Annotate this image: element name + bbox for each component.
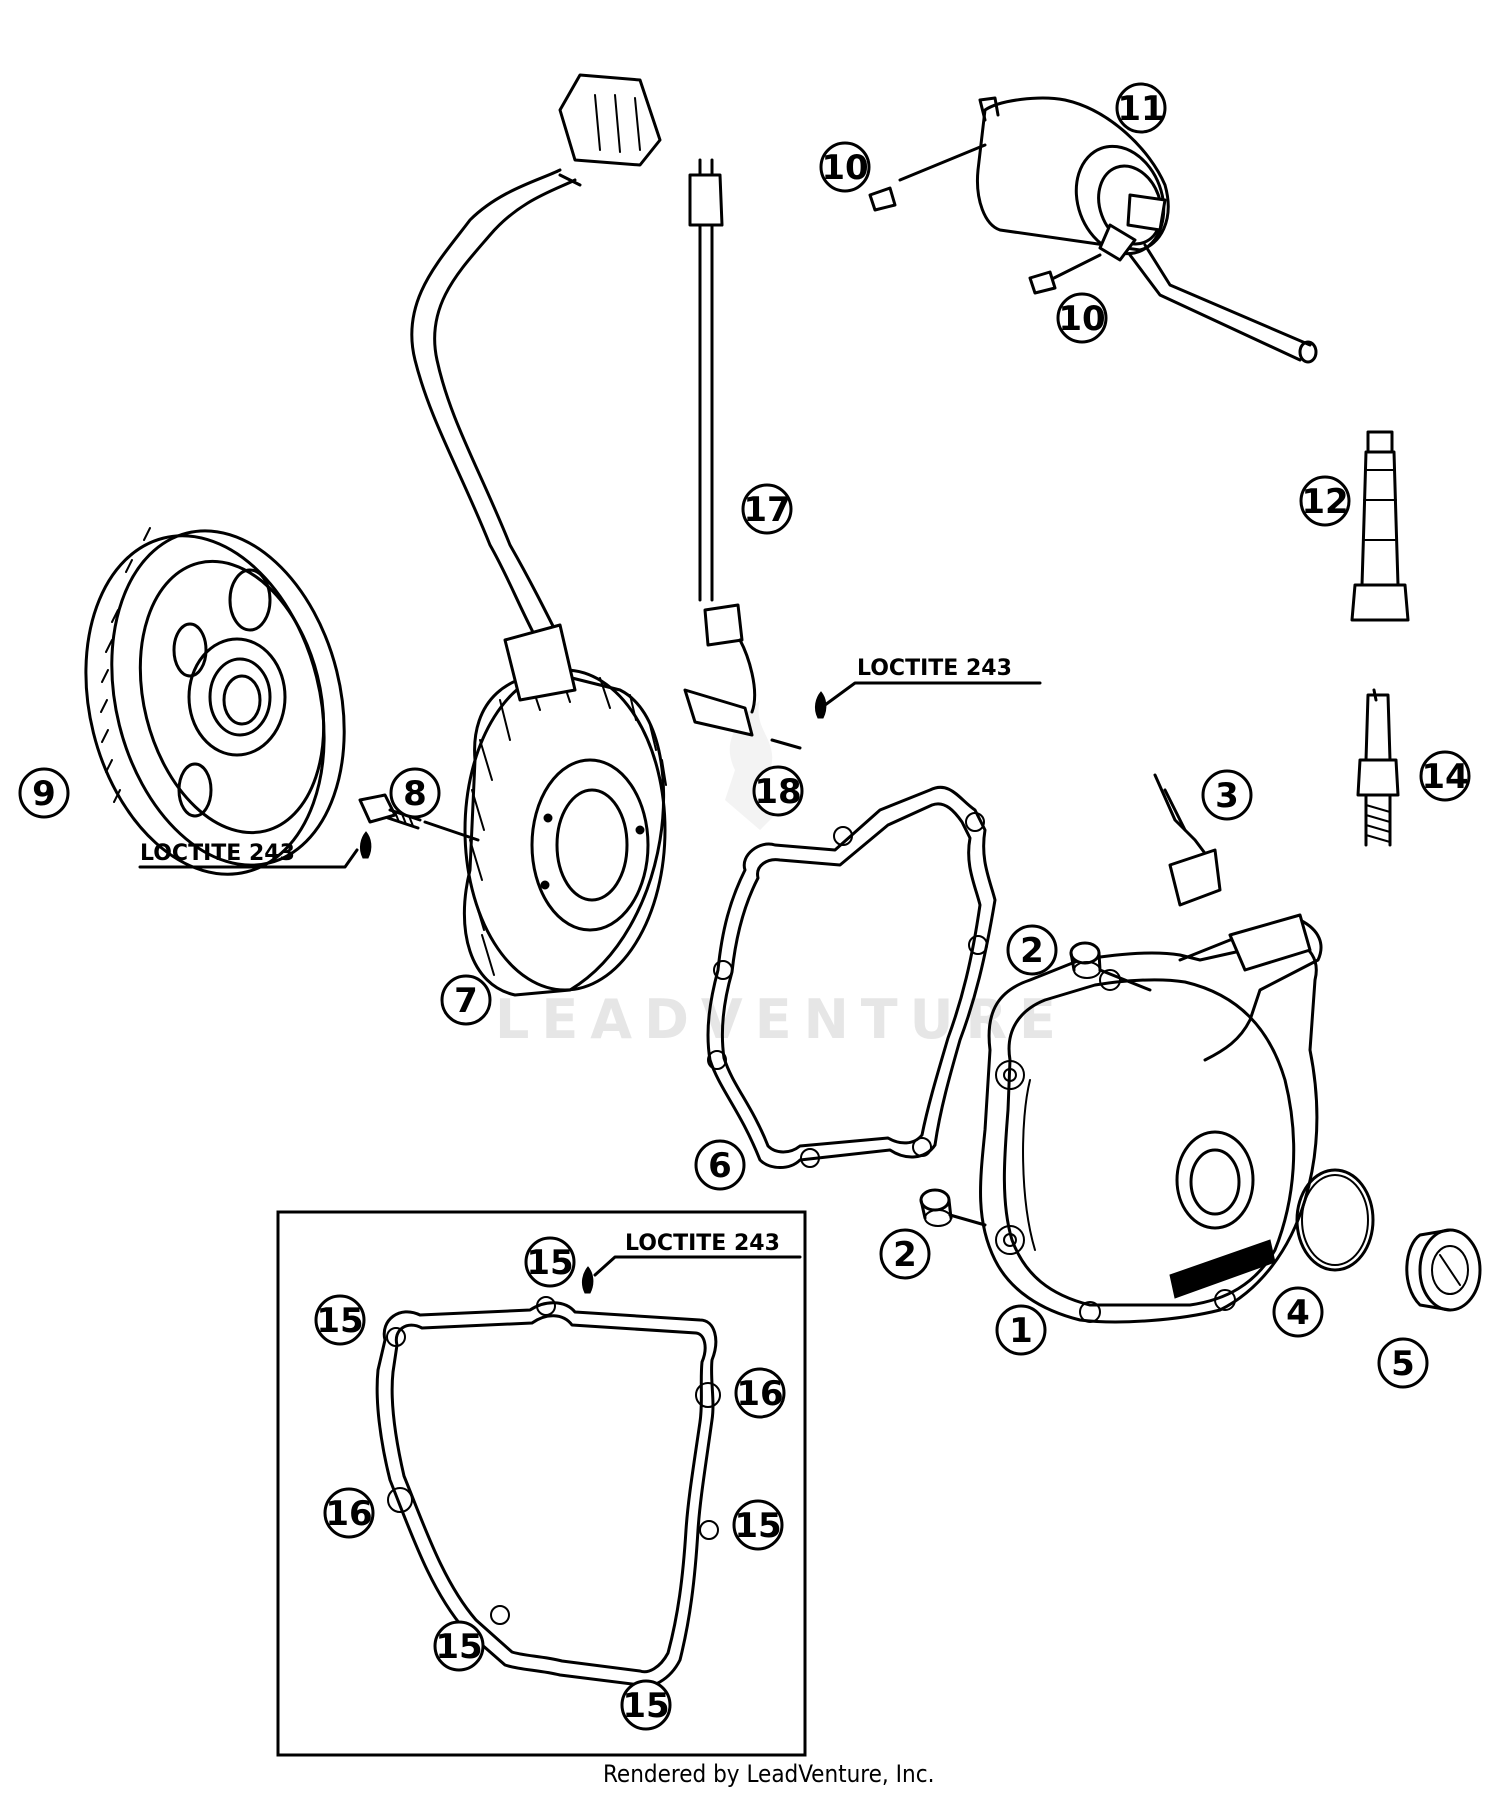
dowel-pin-upper	[1069, 941, 1152, 992]
loctite-note-8: LOCTITE 243	[140, 841, 295, 866]
callout-14: 14	[1419, 750, 1471, 802]
svg-text:9: 9	[32, 774, 56, 814]
callout-7: 7	[440, 974, 492, 1026]
callout-11: 11	[1115, 82, 1167, 134]
gasket-6	[706, 786, 997, 1169]
footer-credit: Rendered by LeadVenture, Inc.	[603, 1760, 934, 1788]
svg-text:15: 15	[734, 1506, 781, 1546]
loctite-leader-18	[823, 681, 1042, 707]
stator	[462, 668, 667, 997]
svg-text:2: 2	[1020, 931, 1044, 971]
svg-text:15: 15	[622, 1686, 669, 1726]
loctite-leader-8	[138, 848, 359, 869]
svg-text:2: 2	[893, 1235, 917, 1275]
callout-3: 3	[1201, 769, 1253, 821]
svg-text:16: 16	[736, 1374, 783, 1414]
svg-text:18: 18	[754, 772, 801, 812]
spark-plug	[1356, 688, 1400, 847]
svg-text:3: 3	[1215, 776, 1239, 816]
loctite-note-inset: LOCTITE 243	[625, 1231, 780, 1256]
callout-4: 4	[1272, 1286, 1324, 1338]
callout-15-d: 15	[433, 1620, 485, 1672]
svg-text:6: 6	[708, 1146, 732, 1186]
o-ring	[1295, 1168, 1375, 1272]
callout-15-b: 15	[314, 1294, 366, 1346]
svg-text:7: 7	[454, 981, 478, 1021]
svg-text:8: 8	[403, 774, 427, 814]
callout-6: 6	[694, 1139, 746, 1191]
callout-5: 5	[1377, 1337, 1429, 1389]
ignition-cover	[979, 913, 1323, 1324]
callout-1: 1	[995, 1304, 1047, 1356]
callout-18: 18	[752, 765, 804, 817]
svg-text:5: 5	[1391, 1344, 1415, 1384]
flywheel-rotor	[84, 527, 346, 876]
svg-text:15: 15	[316, 1301, 363, 1341]
callout-10-lower: 10	[1056, 292, 1108, 344]
callout-8: 8	[389, 767, 441, 819]
loctite-drop-8	[359, 831, 372, 859]
stator-wiring-harness	[410, 73, 662, 702]
callout-10-upper: 10	[819, 141, 871, 193]
callout-16-a: 16	[734, 1367, 786, 1419]
callout-17: 17	[741, 483, 793, 535]
callout-12: 12	[1299, 475, 1351, 527]
callout-16-b: 16	[323, 1487, 375, 1539]
inset-frame	[276, 1210, 807, 1757]
callout-15-c: 15	[732, 1499, 784, 1551]
callout-15-e: 15	[620, 1679, 672, 1731]
cable-guide-3	[1153, 773, 1222, 907]
svg-text:11: 11	[1117, 89, 1164, 129]
svg-text:17: 17	[743, 490, 790, 530]
screw-plug	[1405, 1228, 1482, 1312]
svg-text:10: 10	[1058, 299, 1105, 339]
svg-text:15: 15	[526, 1243, 573, 1283]
svg-text:16: 16	[325, 1494, 372, 1534]
svg-text:15: 15	[435, 1627, 482, 1667]
loctite-note-18: LOCTITE 243	[857, 656, 1012, 681]
loctite-leader-inset	[593, 1255, 802, 1277]
callout-9: 9	[18, 767, 70, 819]
callout-2-upper: 2	[1006, 924, 1058, 976]
loctite-drop-inset	[581, 1266, 594, 1294]
svg-text:4: 4	[1286, 1293, 1310, 1333]
svg-text:12: 12	[1301, 482, 1348, 522]
pickup-sensor	[683, 158, 802, 750]
svg-text:14: 14	[1421, 757, 1468, 797]
callout-15-a: 15	[524, 1236, 576, 1288]
inset-gasket	[375, 1296, 721, 1700]
callout-2-lower: 2	[879, 1228, 931, 1280]
ignition-coil	[868, 96, 1318, 364]
watermark-text: LEADVENTURE	[495, 988, 1068, 1051]
svg-text:10: 10	[821, 148, 868, 188]
spark-plug-cap	[1350, 430, 1410, 622]
dowel-pin-lower	[919, 1188, 987, 1227]
loctite-drop-18	[814, 691, 827, 719]
svg-text:1: 1	[1009, 1311, 1033, 1351]
